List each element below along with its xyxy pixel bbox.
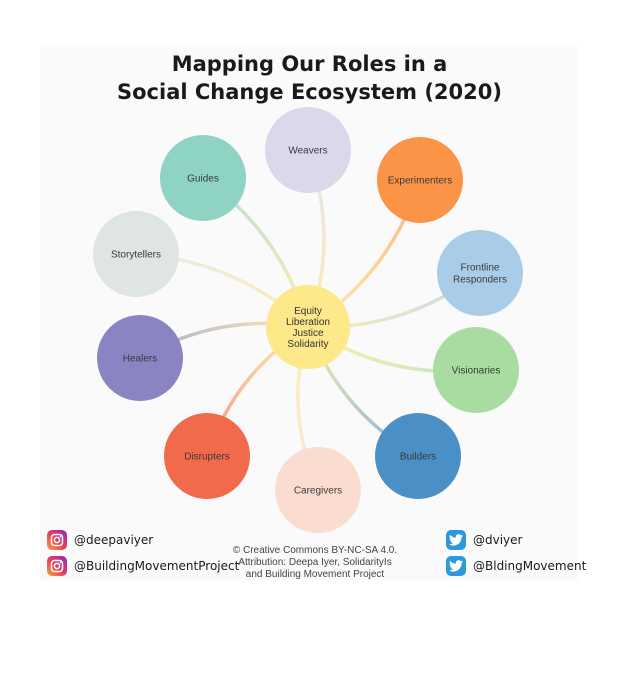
role-node-disrupters: Disrupters — [164, 413, 250, 499]
instagram-handle-text: @deepaviyer — [74, 533, 154, 547]
center-hub-circle — [266, 285, 350, 369]
role-label-line: Responders — [453, 275, 507, 286]
role-node-experimenters: Experimenters — [377, 137, 463, 223]
twitter-handle-org[interactable]: @BldingMovement — [446, 556, 586, 576]
instagram-handle-org[interactable]: @BuildingMovementProject — [47, 556, 239, 576]
center-value-line: Solidarity — [287, 339, 328, 350]
license-credit: © Creative Commons BY-NC-SA 4.0. Attribu… — [200, 545, 430, 581]
role-label-line: Disrupters — [184, 452, 230, 463]
role-node-builders: Builders — [375, 413, 461, 499]
instagram-icon — [47, 556, 67, 576]
center-value-line: Equity — [294, 306, 322, 317]
role-node-guides: Guides — [160, 135, 246, 221]
role-label-line: Experimenters — [388, 176, 452, 187]
title-line-2: Social Change Ecosystem (2020) — [117, 80, 502, 104]
role-label-line: Builders — [400, 452, 436, 463]
twitter-handle-personal[interactable]: @dviyer — [446, 530, 522, 550]
role-circle — [375, 413, 461, 499]
role-label-line: Weavers — [288, 146, 327, 157]
role-label-line: Healers — [123, 354, 157, 365]
center-value-line: Justice — [292, 328, 324, 339]
role-circle — [377, 137, 463, 223]
role-label-line: Visionaries — [452, 366, 501, 377]
credit-line-1: © Creative Commons BY-NC-SA 4.0. — [232, 545, 398, 556]
role-circle — [433, 327, 519, 413]
role-circle — [437, 230, 523, 316]
role-circle — [160, 135, 246, 221]
center-value-line: Liberation — [286, 317, 330, 328]
role-label-line: Caregivers — [294, 486, 342, 497]
role-node-visionaries: Visionaries — [433, 327, 519, 413]
instagram-handle-text: @BuildingMovementProject — [74, 559, 240, 573]
role-label-line: Storytellers — [111, 250, 161, 261]
instagram-icon — [47, 530, 67, 550]
twitter-bird-icon — [446, 556, 466, 576]
role-label-line: Frontline — [461, 263, 500, 274]
role-circle — [265, 107, 351, 193]
role-node-storytellers: Storytellers — [93, 211, 179, 297]
role-circle — [275, 447, 361, 533]
credit-line-2: Attribution: Deepa Iyer, SolidarityIs — [238, 557, 392, 568]
role-circle — [93, 211, 179, 297]
twitter-handle-text: @BldingMovement — [473, 559, 587, 573]
title-line-1: Mapping Our Roles in a — [171, 52, 448, 76]
role-circle — [164, 413, 250, 499]
twitter-handle-text: @dviyer — [473, 533, 523, 547]
role-circle — [97, 315, 183, 401]
role-node-weavers: Weavers — [265, 107, 351, 193]
role-node-caregivers: Caregivers — [275, 447, 361, 533]
role-node-healers: Healers — [97, 315, 183, 401]
instagram-handle-personal[interactable]: @deepaviyer — [47, 530, 153, 550]
role-label-line: Guides — [187, 174, 219, 185]
credit-line-3: and Building Movement Project — [245, 569, 385, 580]
twitter-bird-icon — [446, 530, 466, 550]
